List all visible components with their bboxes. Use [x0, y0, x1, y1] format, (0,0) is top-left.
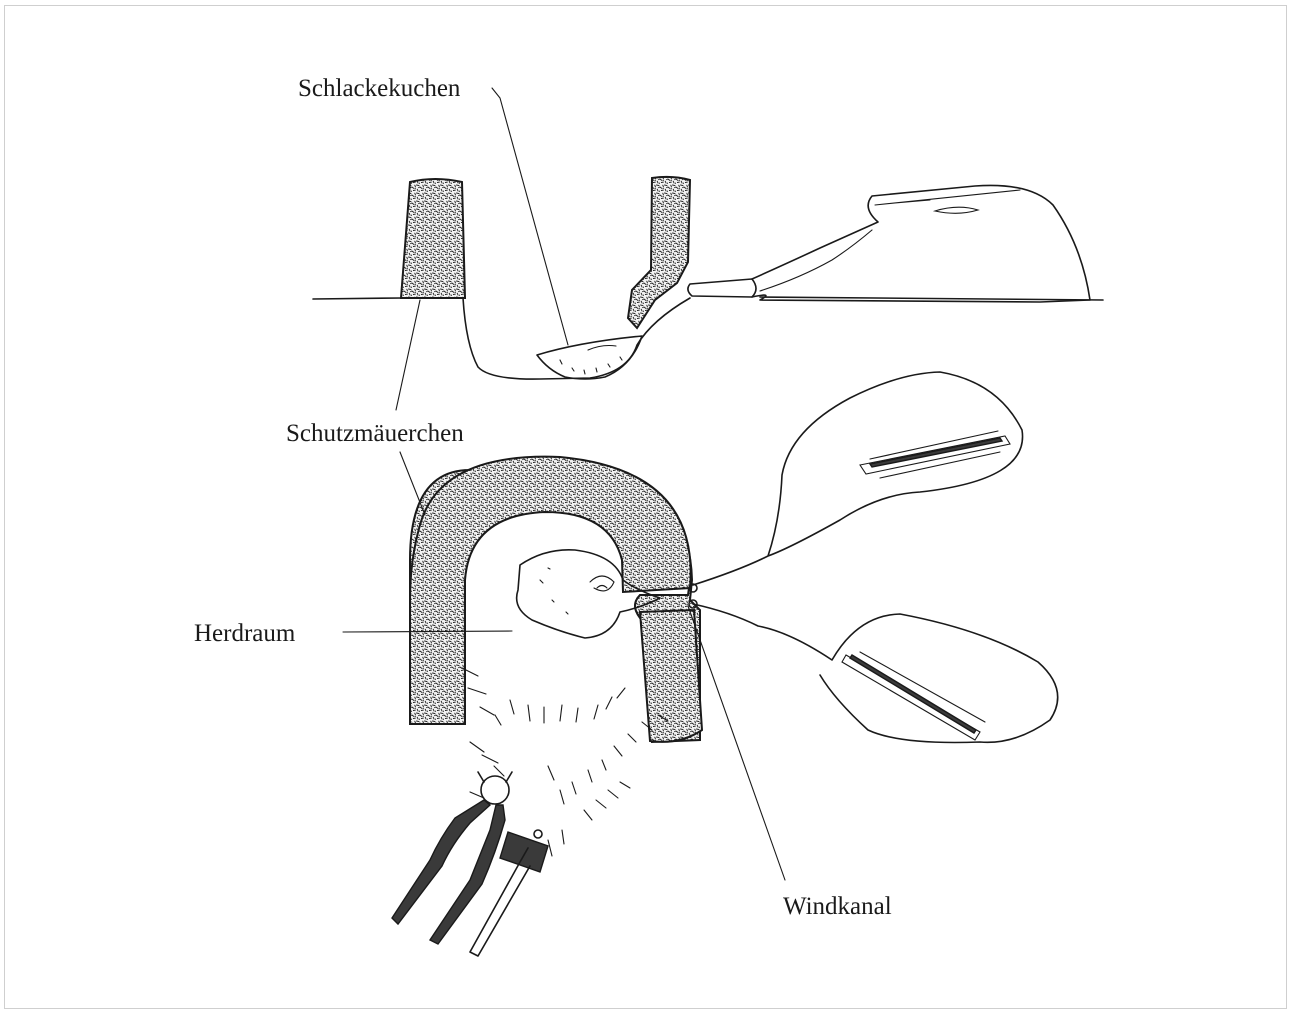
leader-protective-wall-up	[396, 300, 420, 410]
tongs-icon	[392, 772, 512, 944]
label-slag-cake: Schlackekuchen	[298, 75, 461, 102]
label-protective-wall: Schutzmäuerchen	[286, 420, 464, 447]
protective-wall-right-section	[628, 177, 690, 328]
bellows-side-view	[752, 185, 1090, 302]
label-wind-channel: Windkanal	[783, 893, 892, 920]
ground-line	[313, 297, 1103, 379]
hearth-charge-texture	[540, 568, 614, 614]
tuyere-nozzle-section	[688, 279, 756, 297]
leader-slag-cake	[492, 88, 568, 345]
leader-wind-channel	[688, 606, 785, 880]
leader-hearth-space	[343, 631, 512, 632]
bellows-lower-handle	[850, 655, 976, 733]
leader-protective-wall-down	[400, 452, 425, 515]
protective-wall-left-section	[401, 179, 465, 298]
label-hearth-space: Herdraum	[194, 620, 296, 647]
cross-section-view	[313, 177, 1103, 379]
bellows-upper-plan	[693, 372, 1023, 585]
slag-cake-texture	[560, 346, 622, 375]
bellows-upper-handle	[870, 438, 1002, 467]
bellows-side-seam	[760, 190, 1020, 291]
slag-cake	[537, 336, 642, 379]
protective-wall-right-leg	[640, 610, 702, 742]
plan-view	[392, 372, 1058, 956]
